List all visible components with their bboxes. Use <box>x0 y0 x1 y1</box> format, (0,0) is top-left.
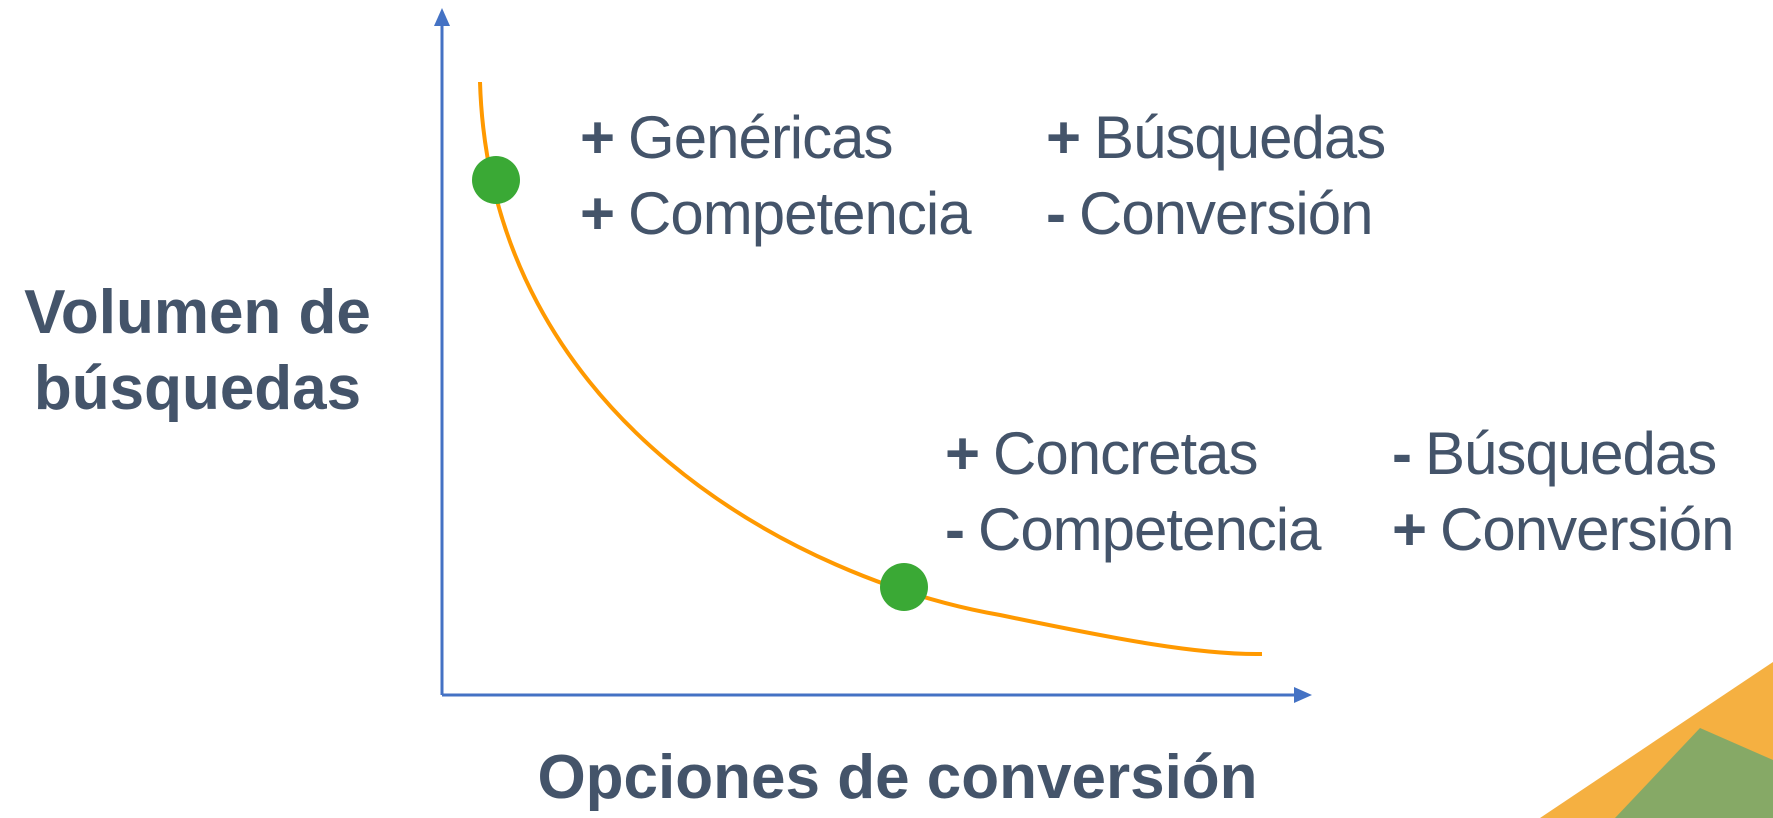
note-text: Genéricas <box>628 104 893 171</box>
note-sign: + <box>945 420 980 487</box>
note-bottom-left-line2: -Competencia <box>945 494 1322 566</box>
note-text: Competencia <box>977 496 1322 563</box>
note-sign: - <box>945 496 965 563</box>
note-top-right-line2: -Conversión <box>1046 178 1373 250</box>
x-axis-title: Opciones de conversión <box>537 743 1258 812</box>
note-sign: + <box>1392 496 1427 563</box>
note-sign: - <box>1392 420 1412 487</box>
note-sign: + <box>1046 104 1081 171</box>
note-text: Conversión <box>1440 496 1734 563</box>
note-bottom-right-line1: -Búsquedas <box>1392 418 1717 490</box>
note-bottom-right-line2: +Conversión <box>1392 494 1735 566</box>
note-text: Concretas <box>993 420 1258 487</box>
note-text: Competencia <box>628 180 972 247</box>
y-axis-title-line1: Volumen de <box>24 278 371 347</box>
y-axis-title-line2: búsquedas <box>33 354 362 423</box>
note-sign: - <box>1046 180 1066 247</box>
note-top-left-line2: +Competencia <box>580 178 972 250</box>
note-sign: + <box>580 180 615 247</box>
note-text: Búsquedas <box>1424 420 1717 487</box>
note-text: Búsquedas <box>1094 104 1386 171</box>
x-axis-arrow <box>1294 687 1312 703</box>
point-specific-keywords <box>880 563 928 611</box>
note-sign: + <box>580 104 615 171</box>
point-generic-keywords <box>472 156 520 204</box>
note-top-right-line1: +Búsquedas <box>1046 102 1386 174</box>
note-top-left-line1: +Genéricas <box>580 102 894 174</box>
note-text: Conversión <box>1078 180 1373 247</box>
y-axis-title: Volumen de búsquedas <box>0 275 395 427</box>
note-bottom-left-line1: +Concretas <box>945 418 1259 490</box>
corner-decoration-green <box>1615 728 1773 818</box>
y-axis-arrow <box>434 8 450 26</box>
